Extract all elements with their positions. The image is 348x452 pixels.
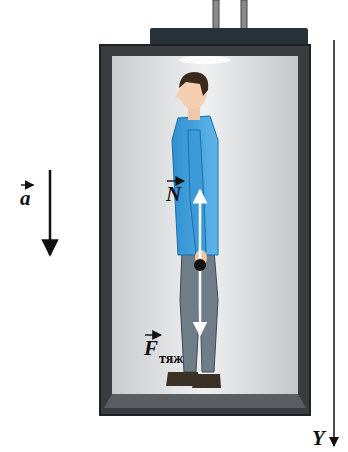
vector-sign (167, 180, 184, 181)
cabin-floor (104, 394, 306, 408)
subscript-label: тяж (159, 352, 183, 366)
y-axis (333, 40, 335, 446)
normal-force-arrow (199, 190, 202, 265)
vector-label: F (144, 338, 158, 359)
cable (213, 0, 247, 30)
gravity-force-arrow (199, 265, 202, 335)
vector-label: N (166, 184, 181, 205)
vector-label: a (20, 188, 31, 209)
cabin-frame (100, 45, 310, 415)
center-of-mass-dot (194, 259, 206, 271)
man (166, 72, 221, 388)
cabin-inner (112, 56, 298, 394)
acceleration-arrow (49, 170, 52, 255)
vector-sign (145, 334, 161, 335)
lamp (179, 56, 231, 64)
vector-sign (21, 184, 34, 185)
axis-label: Y (312, 428, 325, 449)
top-plate (150, 28, 308, 46)
